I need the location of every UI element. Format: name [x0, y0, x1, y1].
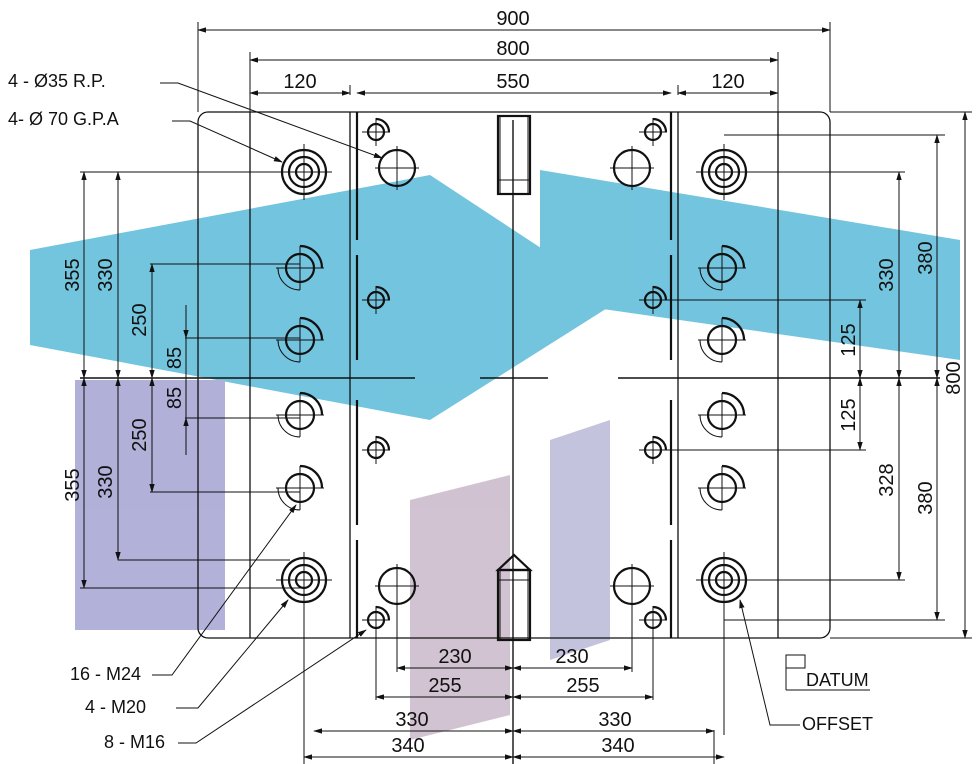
dim-120-right: 120: [711, 71, 744, 93]
callout-m16: 8 - M16: [104, 732, 165, 752]
watermark-logo: [30, 170, 960, 740]
dim-230-left: 230: [438, 646, 471, 668]
dim-380-lower: 380: [915, 481, 937, 514]
bottom-dimensions: 230 230 255 255 330 330 340 340: [303, 600, 725, 764]
dim-255-left: 255: [428, 675, 461, 697]
dim-85-upper: 85: [164, 347, 186, 369]
dim-125-lower: 125: [838, 398, 860, 431]
dim-330-left-lower: 330: [95, 465, 117, 498]
watermark-grey-bar-1: [410, 475, 510, 740]
dim-900: 900: [496, 8, 529, 30]
callout-gpa: 4- Ø 70 G.P.A: [8, 109, 119, 129]
dim-340-left: 340: [391, 735, 424, 757]
watermark-blue-arrow-right: [540, 170, 960, 360]
dim-230-right: 230: [555, 646, 588, 668]
callout-datum: DATUM: [806, 670, 869, 690]
callout-m24: 16 - M24: [70, 664, 141, 684]
dim-330-right-upper: 330: [876, 258, 898, 291]
ejector-slot-top: [496, 114, 532, 196]
dim-328: 328: [876, 463, 898, 496]
watermark-blue-arrow: [30, 175, 620, 420]
dim-340-right: 340: [601, 735, 634, 757]
dim-330-left-upper: 330: [95, 258, 117, 291]
ejector-slot-bottom: [495, 553, 533, 642]
center-lines: [80, 120, 940, 764]
dim-800-top: 800: [496, 38, 529, 60]
dim-380-upper: 380: [915, 241, 937, 274]
dim-330-bottom-left: 330: [395, 709, 428, 731]
datum-symbol: [785, 654, 870, 691]
callout-offset: OFFSET: [802, 714, 873, 734]
dim-250-upper: 250: [129, 303, 151, 336]
dim-330-bottom-right: 330: [598, 709, 631, 731]
dim-355-lower: 355: [62, 468, 84, 501]
platen-outline: [197, 111, 831, 639]
left-dimensions: 355 330 250 85 85 250 330 355: [62, 171, 304, 589]
top-dimensions: 900 800 120 550 120: [197, 8, 831, 112]
dim-125-upper: 125: [838, 323, 860, 356]
dim-85-lower: 85: [164, 387, 186, 409]
right-dimensions: 380 330 125 800 125 328 380: [653, 111, 972, 639]
dim-355-upper: 355: [62, 258, 84, 291]
callout-rp: 4 - Ø35 R.P.: [8, 71, 106, 91]
dim-550: 550: [496, 71, 529, 93]
callout-m20: 4 - M20: [85, 697, 146, 717]
dim-800-right: 800: [943, 361, 965, 394]
callouts: 4 - Ø35 R.P. 4- Ø 70 G.P.A 16 - M24 4 - …: [8, 71, 873, 752]
dim-120-left: 120: [283, 71, 316, 93]
dim-255-right: 255: [566, 675, 599, 697]
dim-250-lower: 250: [129, 418, 151, 451]
t-slot-lines: [355, 112, 673, 638]
watermark-grey-bar-2: [550, 420, 610, 660]
